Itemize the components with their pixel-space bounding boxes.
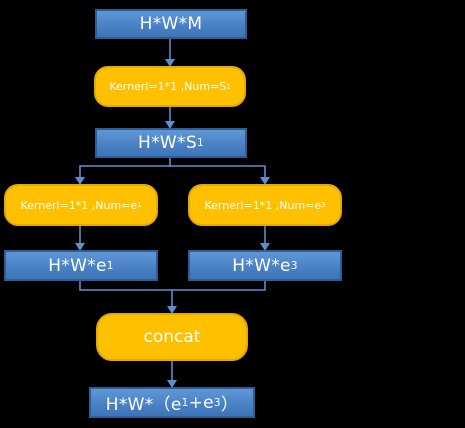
output-label-plus: +e — [188, 392, 214, 413]
arrowhead — [260, 243, 270, 251]
arrowhead — [165, 59, 175, 67]
conv-s1-label: Kernerl=1*1 ,Num=S — [109, 80, 227, 93]
arrowhead — [165, 121, 175, 129]
edge-feat-s1-split — [79, 157, 171, 178]
input-tensor-box: H*W*M — [95, 9, 247, 39]
feature-e3-label: H*W*e — [232, 255, 291, 276]
concat-label: concat — [143, 327, 201, 347]
arrowhead — [167, 306, 177, 314]
arrowhead — [167, 380, 177, 388]
output-label-close: ） — [220, 395, 239, 415]
conv-e3-label: Kernerl=1*1 ,Num=e — [204, 198, 322, 212]
edge-feat-s1-split-right — [170, 165, 266, 178]
conv-e1-label: Kernerl=1*1 ,Num=e — [20, 198, 138, 212]
output-label-base: H*W*（e — [105, 395, 182, 415]
feature-s1-label: H*W*S — [138, 133, 197, 153]
arrowhead — [260, 177, 270, 185]
arrowhead — [75, 243, 85, 251]
concat-box: concat — [96, 313, 248, 361]
input-tensor-label: H*W*M — [139, 14, 203, 34]
edge-merge — [79, 281, 266, 291]
feature-e1-label: H*W*e — [48, 255, 107, 276]
arrowhead — [75, 177, 85, 185]
